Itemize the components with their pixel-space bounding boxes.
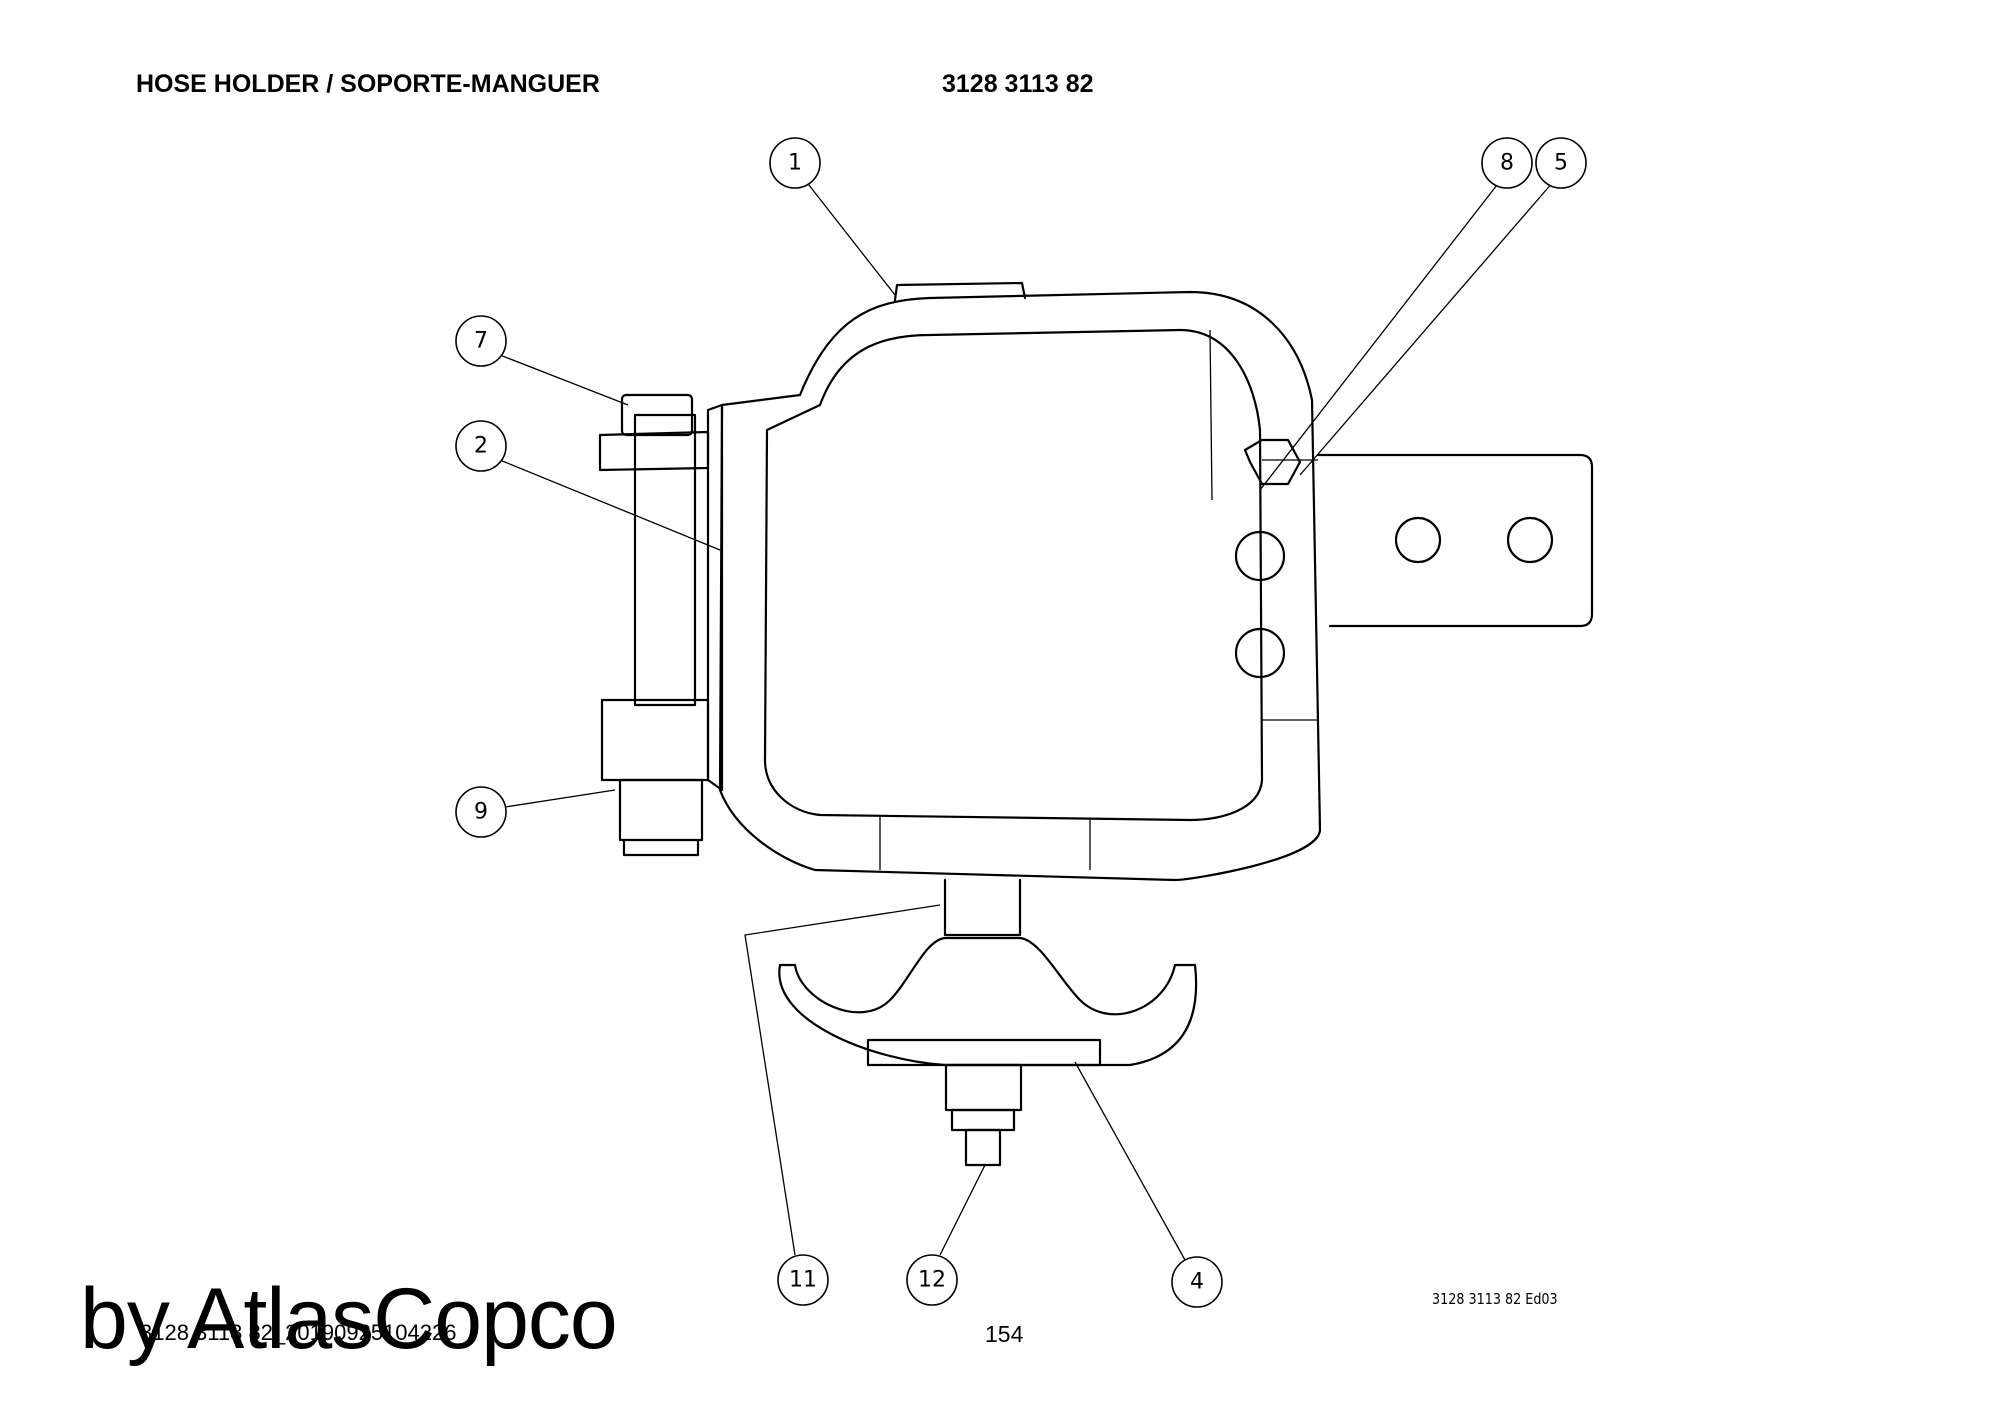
left-clamp (598, 393, 724, 857)
callout-label: 8 (1500, 151, 1514, 176)
callout-8: 8 (1481, 137, 1533, 189)
callout-11: 11 (777, 1254, 829, 1306)
leader-lines (499, 179, 1554, 1261)
edition-label: 3128 3113 82 Ed03 (1432, 1290, 1558, 1308)
document-id: 3128 3113 82_20190925104226 (140, 1320, 457, 1345)
lower-cradle (778, 878, 1198, 1167)
callout-5: 5 (1535, 137, 1587, 189)
page-title: HOSE HOLDER / SOPORTE-MANGUER (136, 70, 600, 98)
callout-9: 9 (455, 786, 507, 838)
callout-label: 2 (474, 434, 488, 459)
callout-label: 7 (474, 329, 488, 354)
mounting-plate (1234, 438, 1594, 679)
callout-label: 11 (789, 1268, 817, 1293)
watermark: by AtlasCopco (80, 1271, 618, 1367)
callout-1: 1 (769, 137, 821, 189)
callout-12: 12 (906, 1254, 958, 1306)
top-pad (893, 281, 1027, 302)
callout-4: 4 (1171, 1256, 1223, 1308)
callout-2: 2 (455, 420, 507, 472)
callout-label: 5 (1554, 151, 1568, 176)
page-number: 154 (985, 1321, 1024, 1347)
hose-ring (718, 290, 1322, 882)
callout-label: 9 (474, 800, 488, 825)
callout-label: 12 (918, 1268, 946, 1293)
callout-label: 4 (1190, 1270, 1204, 1295)
part-number: 3128 3113 82 (942, 70, 1094, 98)
callout-label: 1 (788, 151, 802, 176)
callout-7: 7 (455, 315, 507, 367)
